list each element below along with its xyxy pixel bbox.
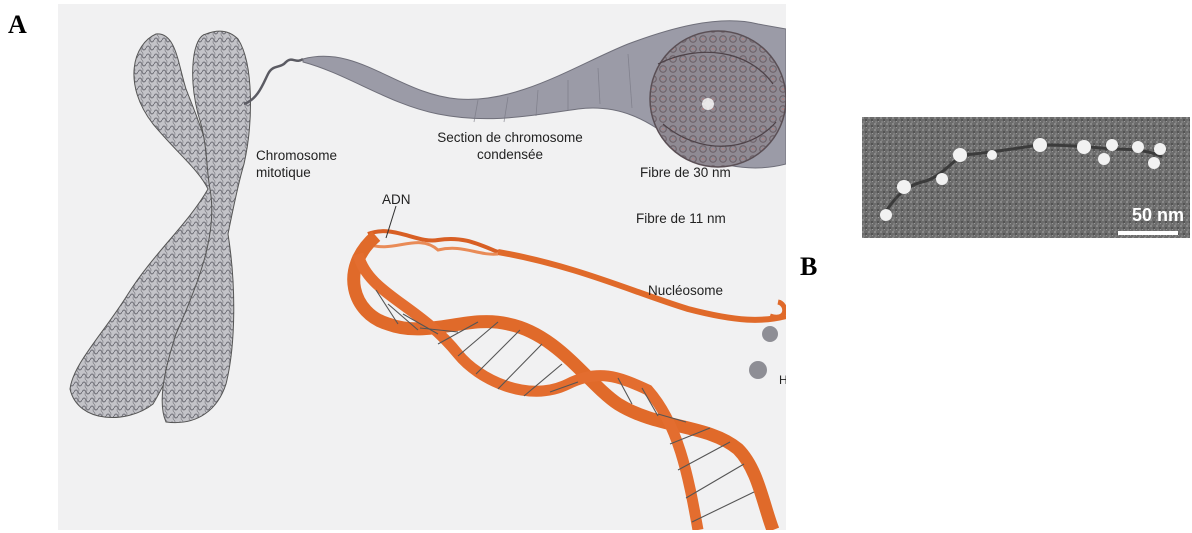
mitotic-chromosome [70, 31, 250, 422]
scale-bar [1118, 231, 1178, 235]
fiber-30nm-label: Fibre de 30 nm [640, 164, 731, 181]
chromosome-label-line1: Chromosome [256, 147, 337, 164]
section-label-line1: Section de chromosome [410, 129, 610, 146]
chromatin-diagram: Chromosome mitotique Section de chromoso… [58, 4, 786, 530]
dna-label: ADN [382, 191, 411, 208]
scale-bar-label: 50 nm [1132, 205, 1184, 226]
nucleosome-strand [498, 252, 786, 320]
chromatin-strand [244, 59, 303, 104]
electron-micrograph: 50 nm [862, 117, 1190, 238]
histone-label: H [779, 372, 786, 389]
chromosome-label-line2: mitotique [256, 164, 337, 181]
diagram-illustration [58, 4, 786, 530]
section-label-line2: condensée [410, 146, 610, 163]
fiber-11nm-label: Fibre de 11 nm [636, 210, 726, 227]
nucleosome-bead [762, 326, 778, 342]
panel-label-a: A [8, 10, 27, 40]
histone-bead [749, 361, 767, 379]
section-label: Section de chromosome condensée [410, 129, 610, 163]
nucleosome-label: Nucléosome [648, 282, 723, 299]
panel-label-b: B [800, 252, 817, 282]
fiber-30nm-coil [650, 31, 786, 167]
chromosome-label: Chromosome mitotique [256, 147, 337, 181]
dna-double-helix [354, 231, 773, 530]
